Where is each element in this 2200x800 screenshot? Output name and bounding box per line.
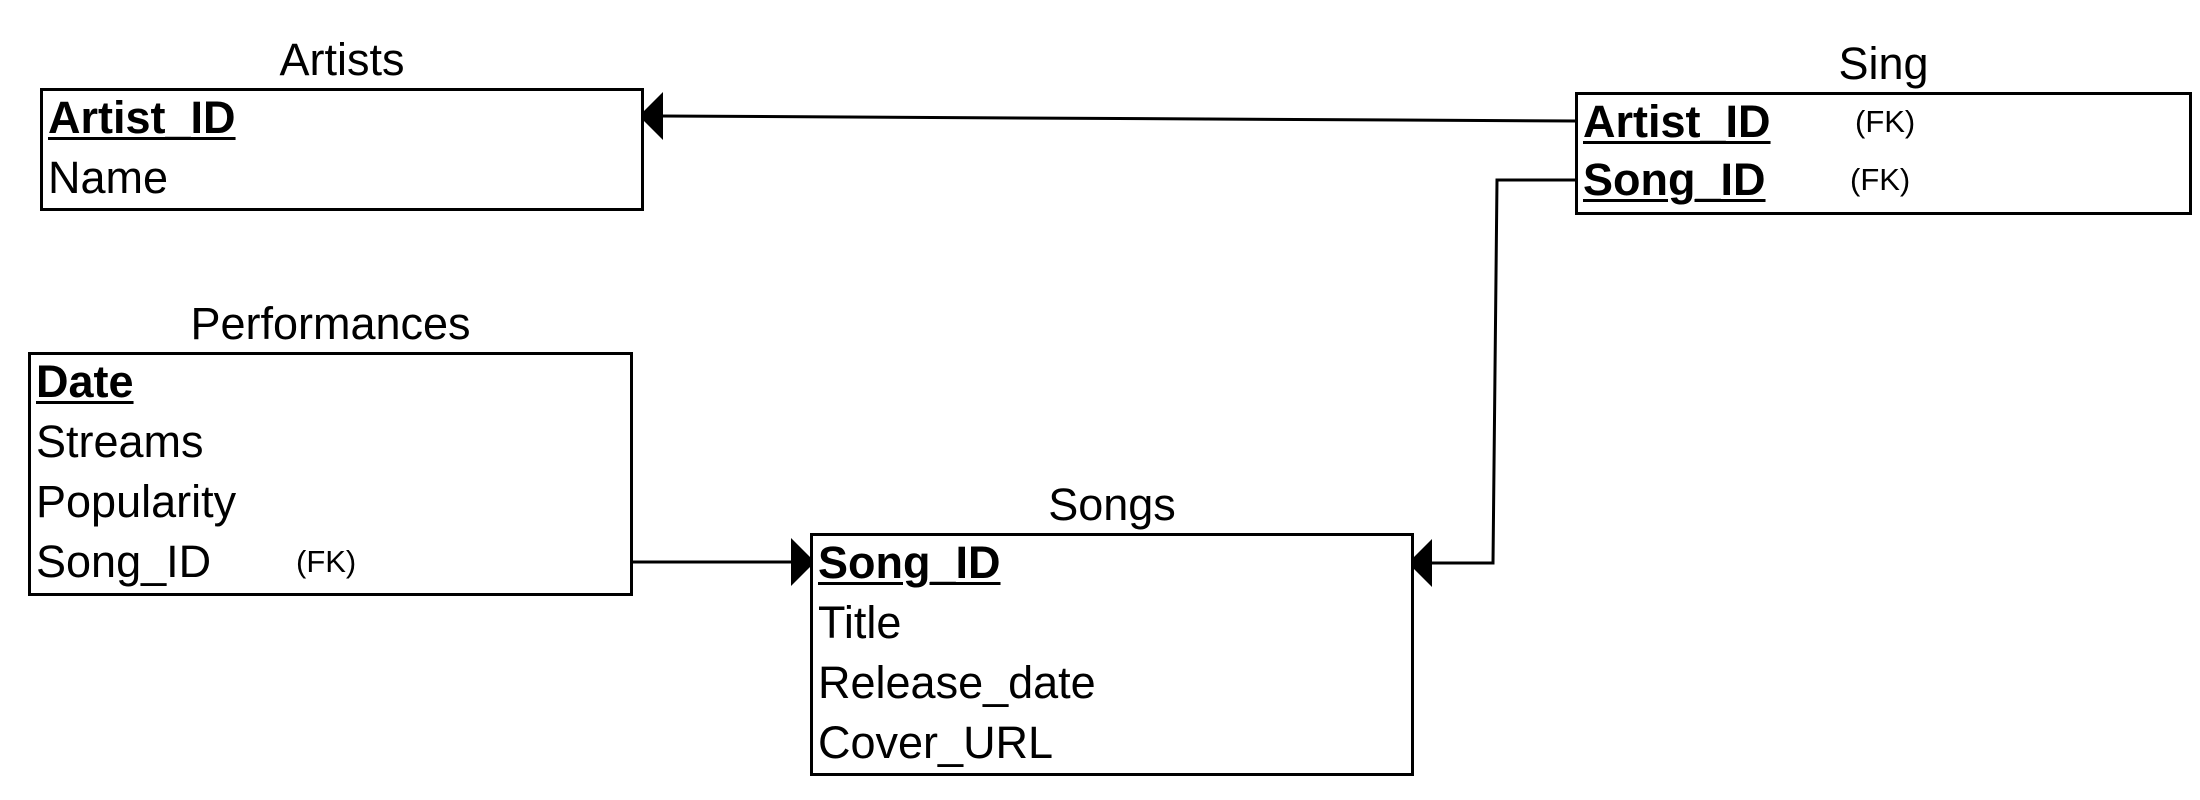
entity-songs: Songs Song_ID Title Release_date Cover_U… <box>810 481 1414 776</box>
attribute-song-id: Song_ID <box>36 536 212 587</box>
entity-box-artists <box>40 88 644 211</box>
fk-label-song-id: (FK) <box>1850 162 1911 197</box>
fk-label-song-id: (FK) <box>296 544 357 579</box>
attribute-release-date: Release_date <box>818 657 1096 708</box>
attribute-popularity: Popularity <box>36 476 237 527</box>
entity-title-songs: Songs <box>1048 479 1176 530</box>
attribute-streams: Streams <box>36 416 204 467</box>
attribute-artist-id: Artist_ID <box>48 92 236 143</box>
connector-sing-artist-to-artists <box>659 114 1579 123</box>
attribute-name: Name <box>48 152 169 203</box>
entity-title-sing: Sing <box>1838 38 1929 89</box>
entity-performances: Performances Date Streams Popularity Son… <box>28 300 633 596</box>
entity-box-sing <box>1575 92 2192 215</box>
entity-sing: Sing Artist_ID (FK) Song_ID (FK) <box>1575 40 2192 215</box>
fk-label-artist-id: (FK) <box>1855 104 1916 139</box>
arrowhead-songs-right <box>1408 539 1432 587</box>
connector-sing-song-to-songs <box>1430 178 1578 565</box>
entity-title-performances: Performances <box>190 298 471 349</box>
entity-box-performances <box>28 352 633 596</box>
attribute-cover-url: Cover_URL <box>818 717 1054 768</box>
arrowhead-artists <box>639 92 663 140</box>
attribute-song-id: Song_ID <box>818 537 1001 588</box>
entity-box-songs <box>810 533 1414 776</box>
entity-title-artists: Artists <box>279 34 405 85</box>
attribute-artist-id: Artist_ID <box>1583 96 1771 147</box>
attribute-date: Date <box>36 356 134 407</box>
attribute-title: Title <box>818 597 902 648</box>
attribute-song-id: Song_ID <box>1583 154 1766 205</box>
entity-artists: Artists Artist_ID Name <box>40 36 644 211</box>
arrowhead-songs-left <box>791 538 815 586</box>
